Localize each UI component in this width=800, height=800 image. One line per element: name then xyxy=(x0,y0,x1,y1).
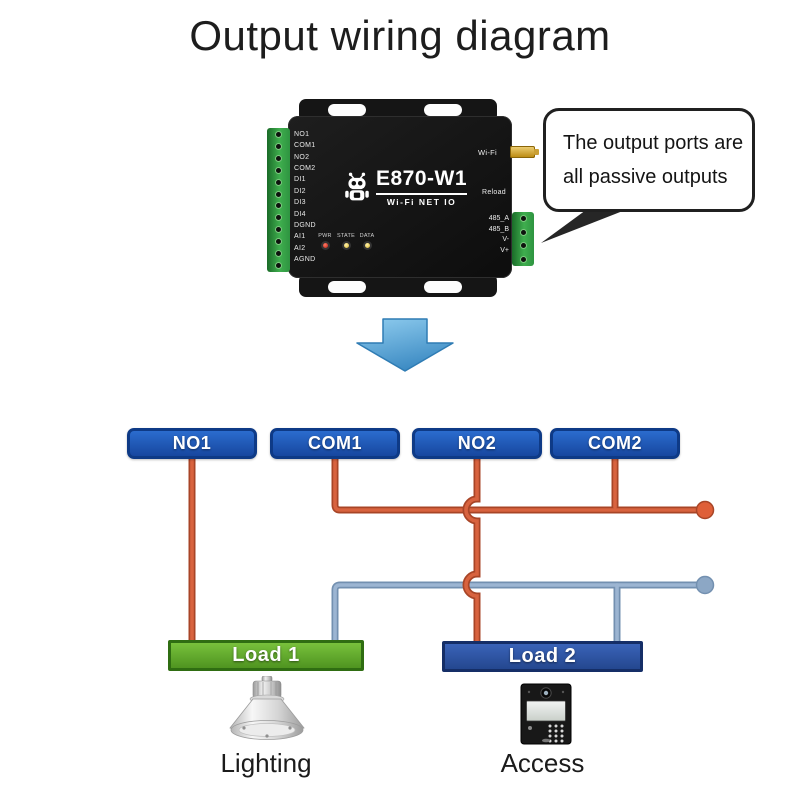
led-label: STATE xyxy=(337,233,355,239)
wire-com1-bus xyxy=(333,453,700,512)
port-label-com2: COM2 xyxy=(550,428,680,459)
access-caption: Access xyxy=(500,748,585,778)
mounting-hole xyxy=(328,281,366,293)
terminal-screw xyxy=(275,214,282,222)
power-led xyxy=(320,241,330,250)
antenna-connector xyxy=(510,146,539,158)
left-terminal-labels: NO1 COM1 NO2 COM2 DI1 DI2 DI3 DI4 DGND A… xyxy=(294,131,316,263)
terminal-label: COM1 xyxy=(294,142,316,150)
terminal-screw xyxy=(275,226,282,234)
terminal-screw xyxy=(275,202,282,210)
model-name: E870-W1 xyxy=(376,167,468,190)
terminal-screw xyxy=(519,228,527,236)
terminal-screw xyxy=(275,190,282,198)
device-body xyxy=(288,116,512,278)
led-label: PWR xyxy=(318,233,332,239)
port-label-no2: NO2 xyxy=(412,428,542,459)
terminal-label: AI2 xyxy=(294,244,306,252)
down-arrow-icon xyxy=(356,318,454,372)
terminal-screw xyxy=(275,166,282,174)
terminal-screw xyxy=(275,142,282,150)
mounting-hole xyxy=(424,281,462,293)
terminal-screw xyxy=(519,255,527,263)
live-wires xyxy=(188,451,702,654)
terminal-screw xyxy=(275,250,282,258)
brand-text: E870-W1 Wi-Fi NET IO xyxy=(376,167,468,207)
left-terminal-block xyxy=(267,128,290,272)
terminal-screw xyxy=(275,154,282,162)
mounting-hole xyxy=(328,104,366,116)
load1-bar: Load 1 xyxy=(168,640,364,671)
wifi-port-label: Wi-Fi xyxy=(478,148,497,157)
port-label-com1: COM1 xyxy=(270,428,400,459)
terminal-label: DI1 xyxy=(294,176,306,184)
live-wire-end-dot xyxy=(695,500,715,520)
terminal-label: DGND xyxy=(294,221,316,229)
terminal-label: AGND xyxy=(294,255,316,263)
terminal-label: COM2 xyxy=(294,165,316,173)
data-led xyxy=(362,241,372,250)
state-led xyxy=(341,241,351,250)
terminal-label: DI2 xyxy=(294,187,306,195)
callout-line2: all passive outputs xyxy=(563,166,728,188)
status-leds: PWR STATE DATA xyxy=(316,233,376,250)
brand-logo: E870-W1 Wi-Fi NET IO xyxy=(344,167,468,207)
callout-line1: The output ports are xyxy=(563,132,744,154)
terminal-label: 485_B xyxy=(488,225,509,233)
led-label: DATA xyxy=(359,233,375,239)
terminal-screw xyxy=(275,238,282,246)
robot-icon xyxy=(345,172,369,201)
wire-no2-with-hops xyxy=(464,453,479,652)
right-terminal-block xyxy=(512,212,534,266)
terminal-label: NO1 xyxy=(294,131,310,138)
callout-tail xyxy=(541,207,633,243)
terminal-label: V- xyxy=(502,236,509,244)
terminal-label: DI4 xyxy=(294,210,306,218)
reload-label: Reload xyxy=(482,189,506,196)
terminal-screw xyxy=(275,178,282,186)
neutral-wire-end-dot xyxy=(695,575,715,595)
device-bottom-bracket xyxy=(299,274,497,297)
terminal-label: DI3 xyxy=(294,199,306,207)
highbay-lamp-icon xyxy=(229,676,305,740)
terminal-label: NO2 xyxy=(294,153,310,161)
terminal-label: AI1 xyxy=(294,233,306,241)
right-terminal-labels: 485_A 485_B V- V+ xyxy=(452,214,509,256)
mounting-hole xyxy=(424,104,462,116)
page-title: Output wiring diagram xyxy=(189,12,611,59)
callout-bubble: The output ports are all passive outputs xyxy=(543,108,755,212)
terminal-screw xyxy=(519,215,527,222)
terminal-screw xyxy=(275,261,282,269)
model-subtitle: Wi-Fi NET IO xyxy=(376,193,468,207)
terminal-screw xyxy=(519,242,527,250)
load2-bar: Load 2 xyxy=(442,641,643,672)
lighting-caption: Lighting xyxy=(220,748,312,778)
terminal-label: V+ xyxy=(500,246,509,254)
terminal-label: 485_A xyxy=(488,215,509,222)
access-panel-icon xyxy=(520,683,572,745)
port-label-no1: NO1 xyxy=(127,428,257,459)
terminal-screw xyxy=(275,131,282,138)
